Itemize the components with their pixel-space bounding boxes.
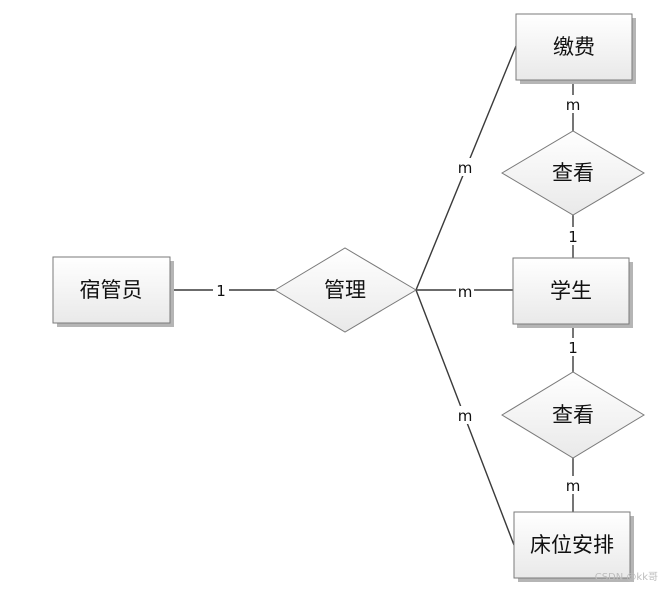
card-bed-view: m	[566, 477, 581, 495]
entity-payment[interactable]: 缴费	[515, 13, 636, 84]
card-manage-bed: m	[458, 407, 473, 425]
relationship-view-payment[interactable]: 查看	[501, 130, 645, 216]
entity-dorm-admin-label: 宿管员	[80, 278, 143, 302]
card-manage-student: m	[458, 283, 473, 301]
card-student-view-payment: 1	[568, 228, 578, 246]
entity-bed-arrangement-label: 床位安排	[530, 533, 614, 557]
entity-student[interactable]: 学生	[512, 257, 633, 328]
relationship-view-bed[interactable]: 查看	[501, 371, 645, 459]
card-payment-view: m	[566, 96, 581, 114]
relationship-view-payment-label: 查看	[552, 161, 594, 185]
entity-bed-arrangement[interactable]: 床位安排	[513, 511, 634, 582]
entity-payment-label: 缴费	[553, 35, 595, 59]
card-admin-manage: 1	[216, 282, 226, 300]
relationship-view-bed-label: 查看	[552, 403, 594, 427]
entity-dorm-admin[interactable]: 宿管员	[52, 256, 174, 327]
relationship-manage[interactable]: 管理	[274, 247, 417, 333]
watermark-text: CSDN @kk哥	[595, 571, 658, 583]
entity-student-label: 学生	[550, 279, 592, 303]
card-student-view-bed: 1	[568, 339, 578, 357]
cardinality-labels: 1 m m m m 1 1 m	[213, 95, 583, 495]
relationship-manage-label: 管理	[324, 278, 366, 302]
card-manage-payment: m	[458, 159, 473, 177]
